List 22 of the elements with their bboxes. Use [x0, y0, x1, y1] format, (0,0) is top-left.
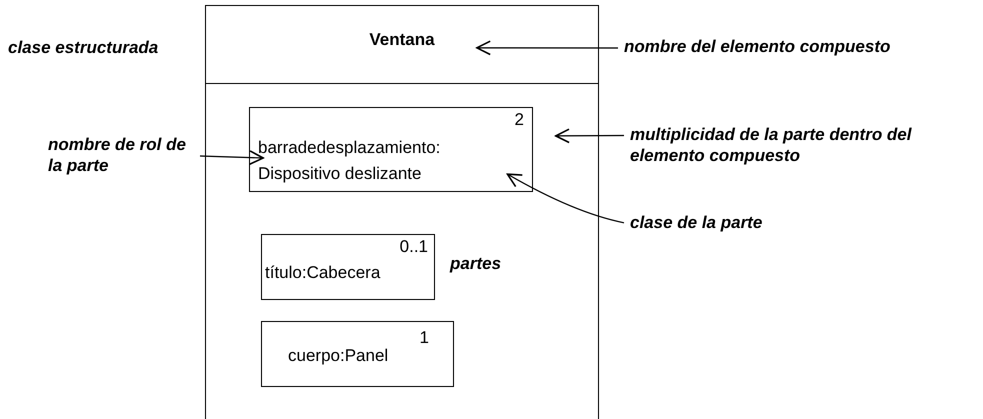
class-name: Ventana: [368, 30, 436, 50]
annotation-text: nombre de rol de la parte: [48, 134, 198, 178]
annotation-text: clase de la parte: [630, 212, 830, 236]
multiplicity-label: 1: [420, 328, 429, 348]
part-box: [249, 107, 533, 192]
part-box: [261, 321, 454, 387]
annotation-text: multiplicidad de la parte dentro del elemento compuesto: [630, 124, 970, 170]
leader-line: [554, 128, 624, 144]
part-label: barradedesplazamiento:: [258, 138, 440, 158]
leader-line: [506, 173, 624, 224]
annotation-text: nombre del elemento compuesto: [624, 36, 964, 60]
multiplicity-label: 2: [514, 110, 524, 130]
structure-label: clase estructurada: [8, 38, 158, 58]
part-label: cuerpo:Panel: [288, 346, 388, 366]
structured-class-box: [205, 5, 599, 419]
part-label: Dispositivo deslizante: [258, 164, 422, 184]
leader-line: [200, 150, 264, 166]
parts-label: partes: [450, 254, 502, 274]
multiplicity-label: 0..1: [400, 237, 428, 257]
leader-line: [476, 40, 618, 56]
part-box: [261, 234, 435, 300]
part-label: título:Cabecera: [265, 263, 380, 283]
